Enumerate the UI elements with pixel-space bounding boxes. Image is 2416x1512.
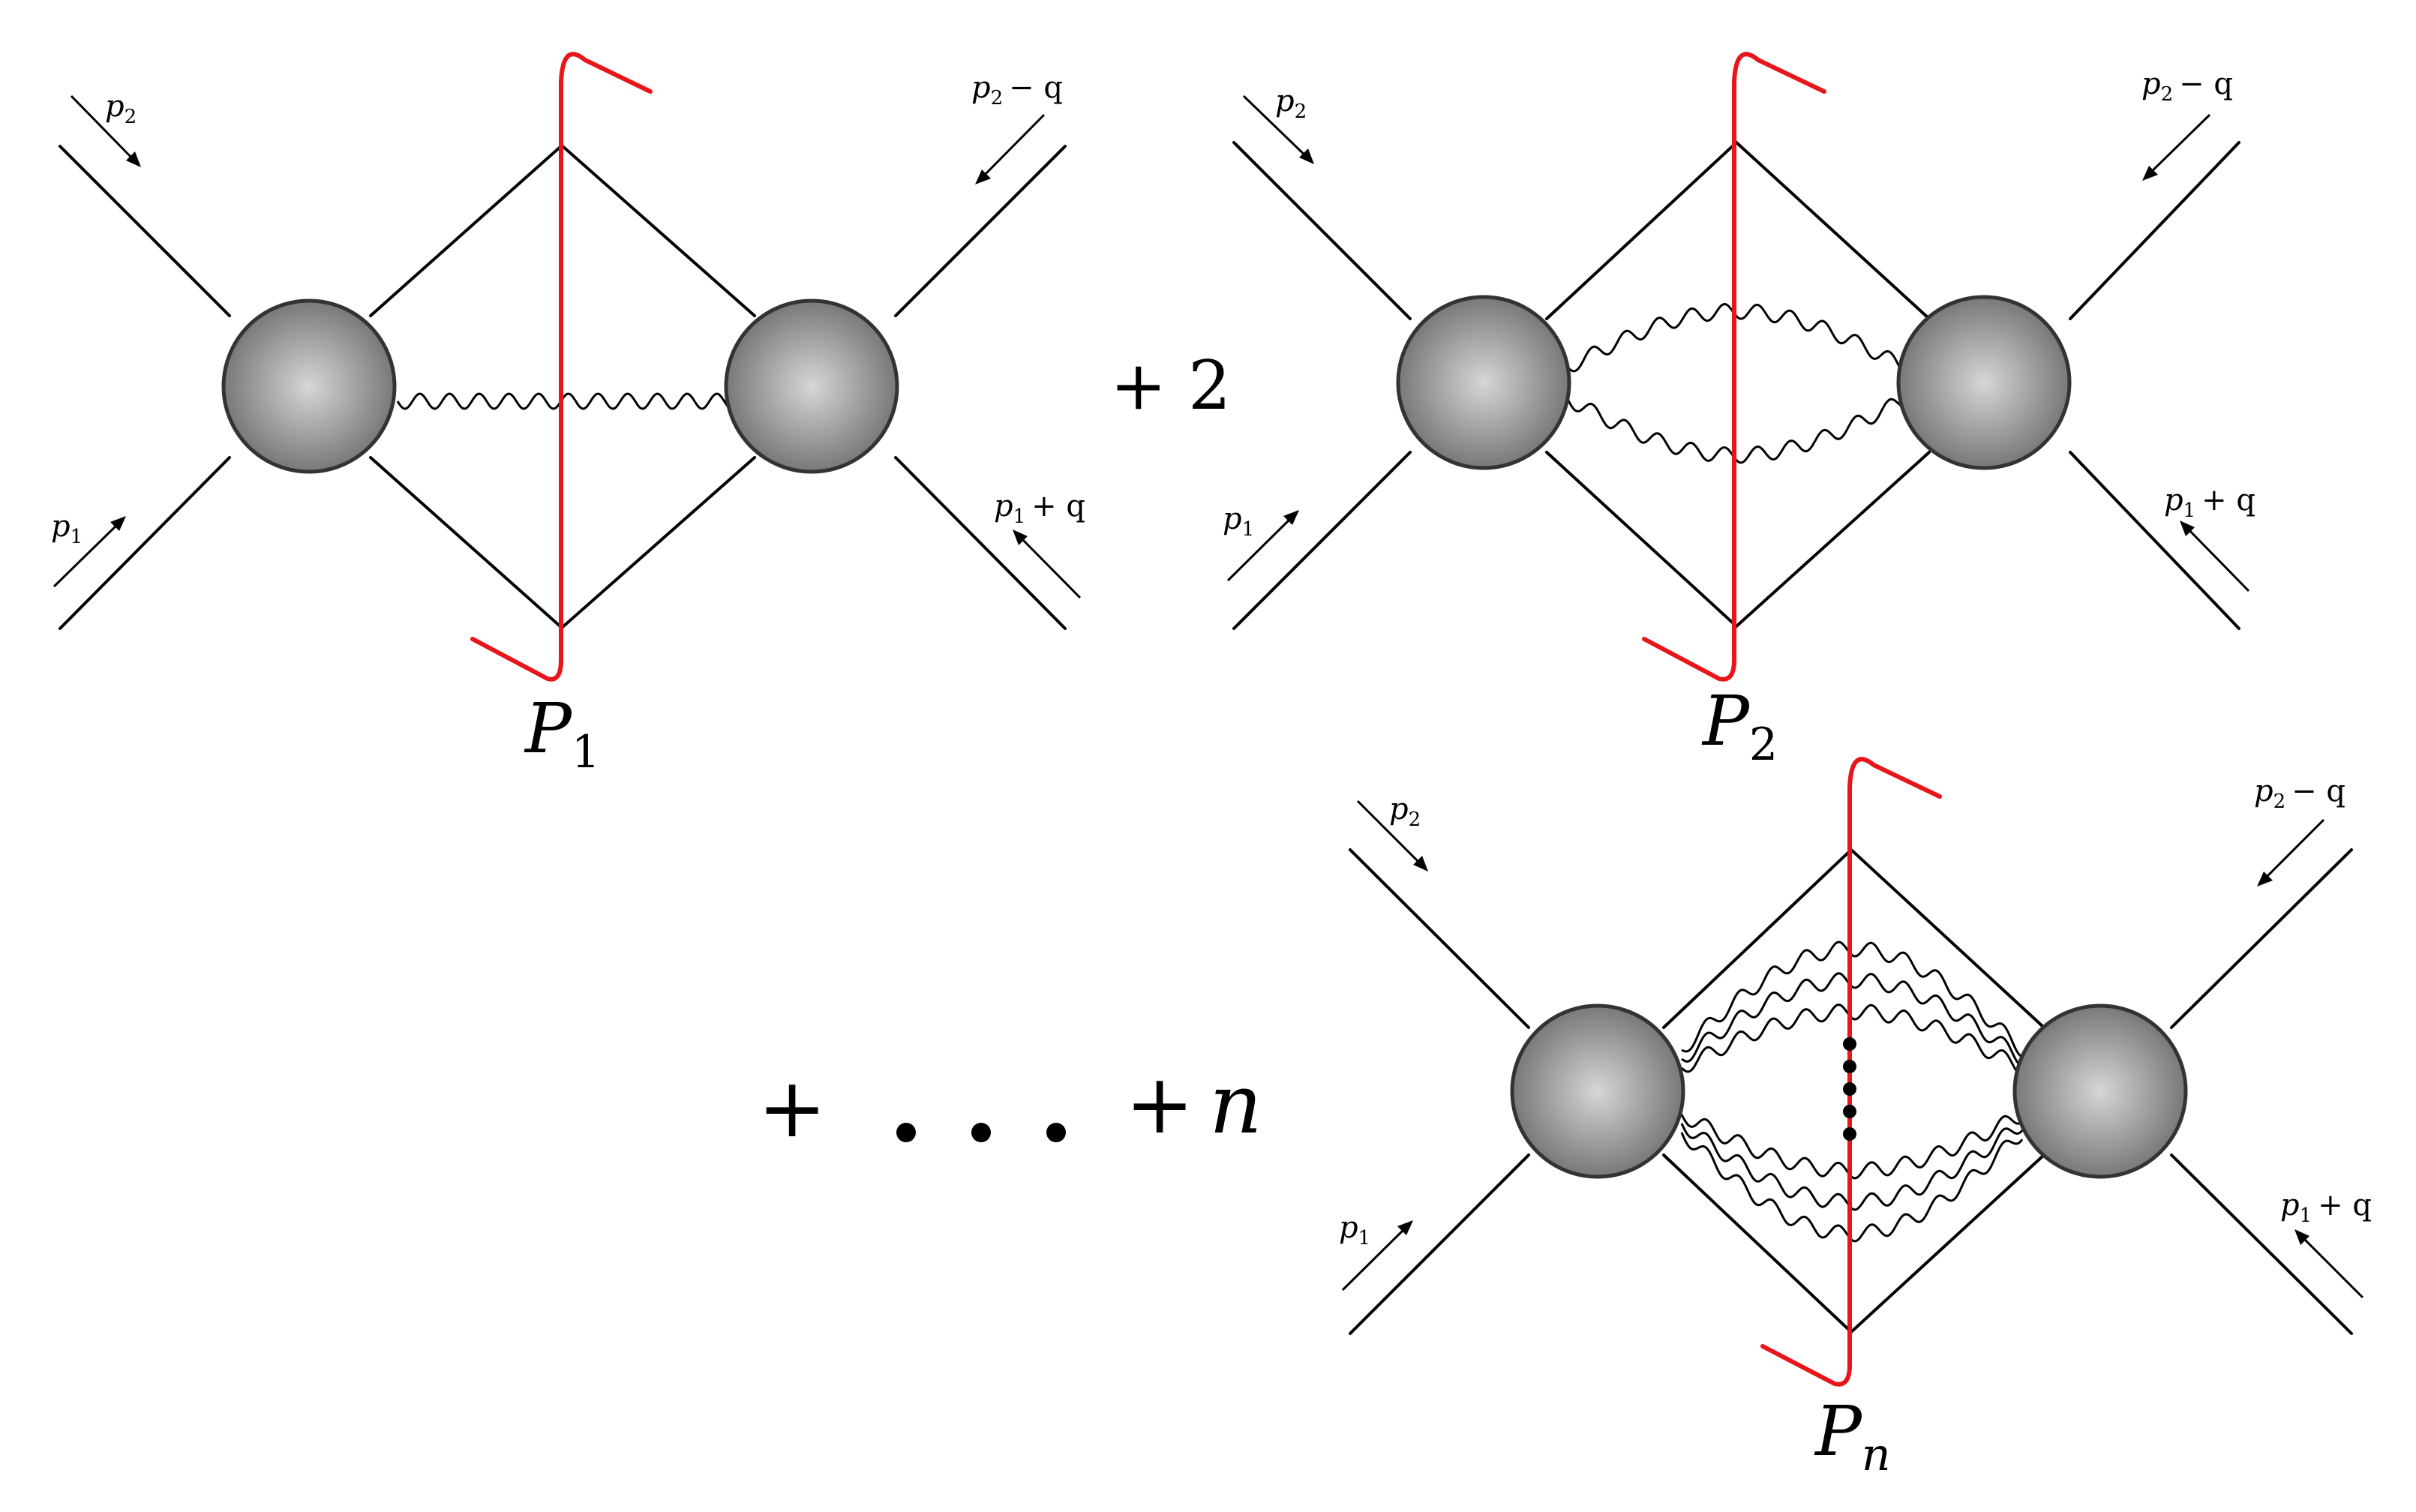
vertex-blob-left [1396, 295, 1571, 470]
leg-in-top [1349, 848, 1530, 1029]
arrow-out-top [975, 113, 1046, 184]
internal-bottom-lines [1545, 451, 1931, 628]
label-p2-in: p2 [1389, 792, 1421, 831]
leg-in-bottom [59, 456, 231, 630]
diagram-p2: p2 p1 p2− q p1+ q P2 [1223, 52, 2255, 771]
leg-out-top [2069, 141, 2240, 320]
label-P2: P2 [1701, 681, 1778, 771]
leg-out-top [2170, 848, 2353, 1029]
arrow-p2-in [1356, 800, 1428, 872]
label-p2-in: p2 [1275, 84, 1307, 123]
leg-out-bottom [2069, 451, 2240, 630]
arrow-p1-in [1226, 510, 1299, 582]
unitarity-cut [470, 52, 653, 682]
coefficient-plus-2: + 2 [1110, 346, 1231, 425]
arrow-p2-in [1242, 94, 1314, 164]
vertex-blob-right [2012, 1004, 2188, 1179]
arrow-out-bottom [2294, 1229, 2364, 1299]
arrow-out-bottom [2180, 520, 2250, 592]
label-out-bottom: p1+ q [2164, 483, 2255, 522]
arrow-out-top [2142, 113, 2211, 181]
internal-top-lines [1662, 848, 2045, 1029]
vertex-blob-left [1510, 1004, 1685, 1179]
label-out-bottom: p1+ q [2280, 1188, 2372, 1227]
vertex-blob-right [724, 298, 899, 474]
label-p1-in: p1 [1223, 502, 1254, 541]
leg-in-bottom [1349, 1154, 1530, 1335]
label-p1-in: p1 [51, 509, 83, 548]
label-out-top: p2− q [2254, 774, 2345, 813]
diagram-p1: p2 p1 p2− q p1+ q P1 [51, 52, 1085, 778]
leg-out-bottom [2170, 1154, 2353, 1335]
arrow-out-top [2257, 818, 2325, 886]
vertex-blob-right [1896, 295, 2072, 470]
label-p2-in: p2 [105, 89, 137, 128]
arrow-p1-in [53, 516, 126, 588]
coefficient-plus-n: + [1125, 1056, 1194, 1152]
coefficient-n: n [1209, 1056, 1262, 1152]
leg-in-top [59, 145, 231, 317]
internal-top-lines [1545, 140, 1931, 320]
label-Pn: Pn [1814, 1391, 1891, 1481]
leg-in-top [1232, 141, 1412, 320]
unitarity-cut [1642, 52, 1826, 682]
leg-out-top [894, 145, 1067, 317]
internal-bottom-lines [1662, 1154, 2045, 1334]
leg-out-bottom [894, 456, 1067, 630]
arrow-p1-in [1341, 1220, 1413, 1292]
label-out-top: p2− q [2141, 67, 2233, 106]
unitarity-cut [1760, 757, 1942, 1387]
diagram-pn: p2 p1 p2− q p1+ q Pn [1339, 757, 2372, 1481]
series-plus: + [758, 1060, 827, 1156]
leg-in-bottom [1232, 451, 1412, 630]
series-ellipsis [896, 1123, 1066, 1142]
arrow-out-bottom [1013, 530, 1082, 599]
vertex-blob-left [221, 298, 397, 474]
arrow-p2-in [70, 94, 141, 167]
label-out-bottom: p1+ q [994, 489, 1085, 528]
wavy-line-dots [1843, 1037, 1856, 1141]
label-p1-in: p1 [1339, 1210, 1370, 1250]
label-P1: P1 [524, 688, 600, 778]
label-out-top: p2− q [971, 70, 1063, 110]
